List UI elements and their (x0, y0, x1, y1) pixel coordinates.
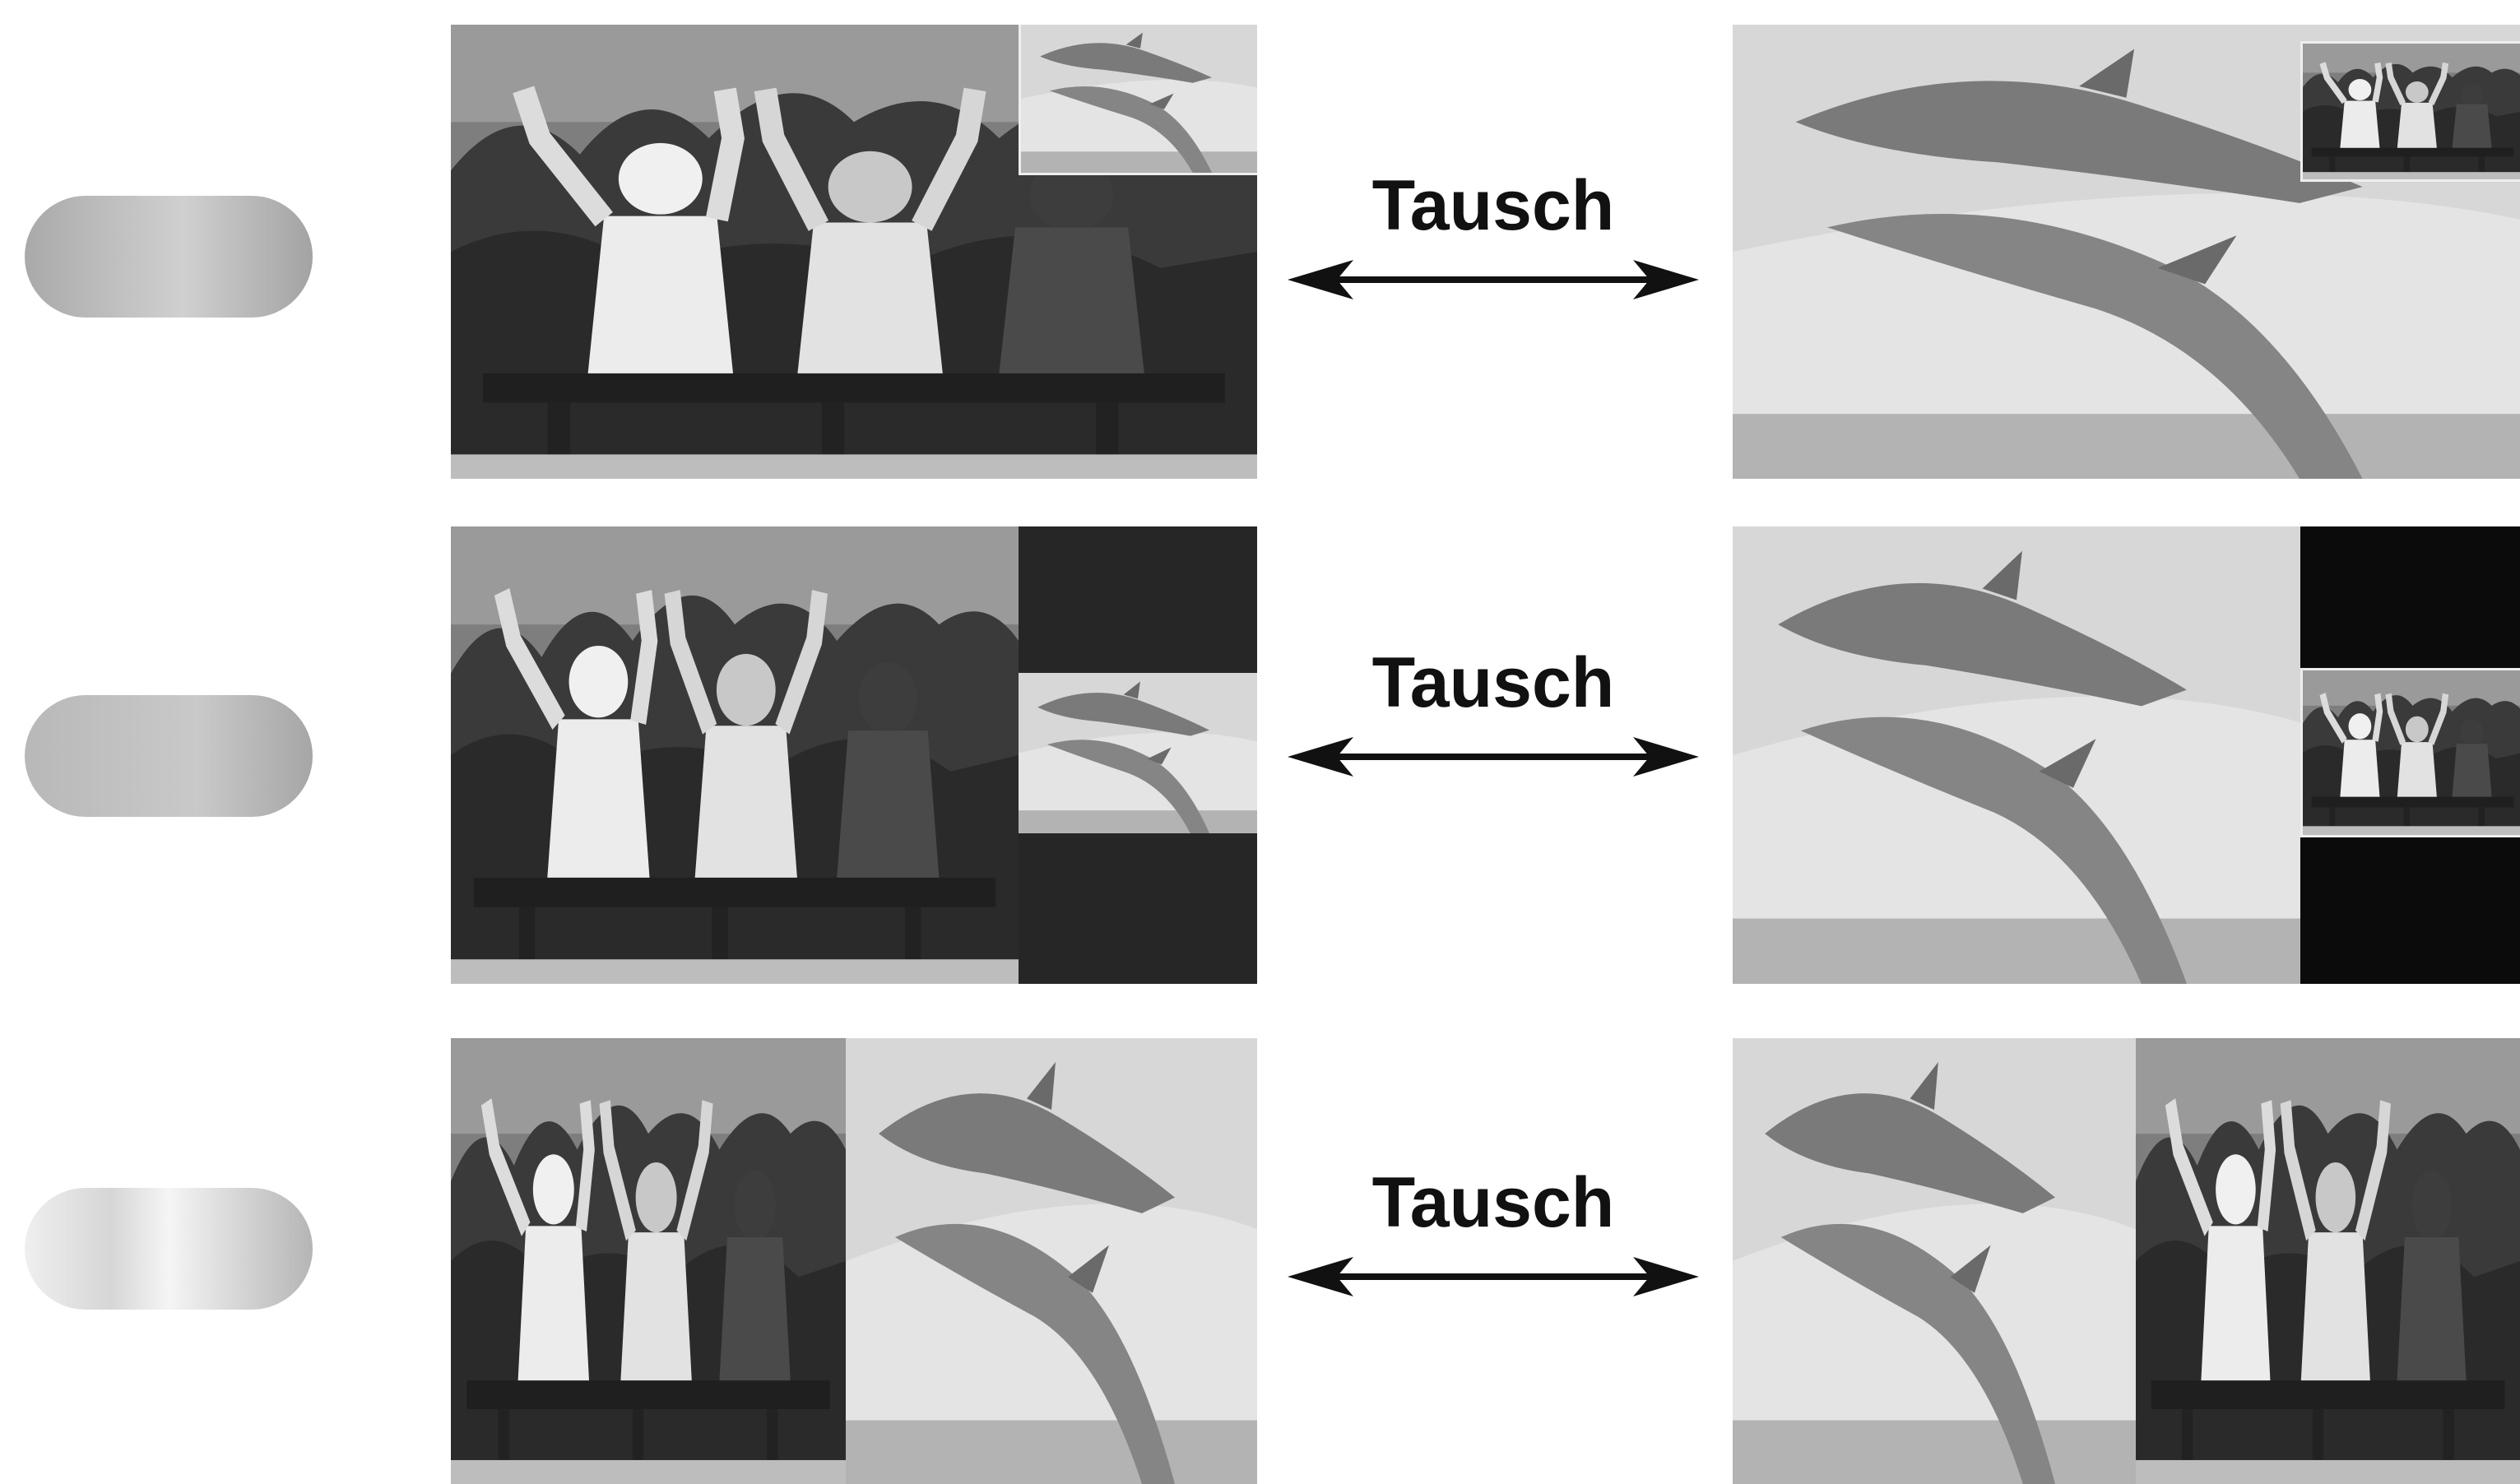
screen-after (1733, 25, 2520, 479)
kids-photo (2136, 1038, 2520, 1484)
swap-row-side: Tausch (0, 526, 2520, 984)
kids-photo (2300, 668, 2520, 837)
screen-before (451, 1038, 1257, 1484)
swap-row-split: Tausch (0, 1038, 2520, 1484)
black-bar-top (2300, 526, 2520, 668)
swap-button[interactable] (25, 695, 313, 817)
double-arrow-icon (1288, 737, 1699, 777)
double-arrow-icon (1288, 1257, 1699, 1296)
dolphins-photo (1019, 25, 1257, 175)
swap-button[interactable] (25, 196, 313, 318)
double-arrow-icon (1288, 260, 1699, 299)
swap-label: Tausch (1371, 166, 1615, 245)
swap-row-pip: Tausch (0, 25, 2520, 479)
screen-after (1733, 526, 2520, 984)
swap-label: Tausch (1371, 1163, 1615, 1242)
black-bar-bottom (2300, 837, 2520, 984)
kids-photo (451, 526, 1019, 984)
kids-photo (451, 1038, 846, 1484)
swap-label: Tausch (1371, 643, 1615, 722)
screen-after (1733, 1038, 2520, 1484)
black-bar-top (1019, 526, 1257, 673)
dolphins-photo (846, 1038, 1257, 1484)
swap-button[interactable] (25, 1188, 313, 1310)
black-bar-bottom (1019, 833, 1257, 984)
dolphins-photo (1733, 1038, 2136, 1484)
screen-before (451, 526, 1257, 984)
dolphins-photo (1733, 526, 2300, 984)
dolphins-photo (1019, 673, 1257, 833)
kids-photo (2300, 41, 2520, 182)
screen-before (451, 25, 1257, 479)
